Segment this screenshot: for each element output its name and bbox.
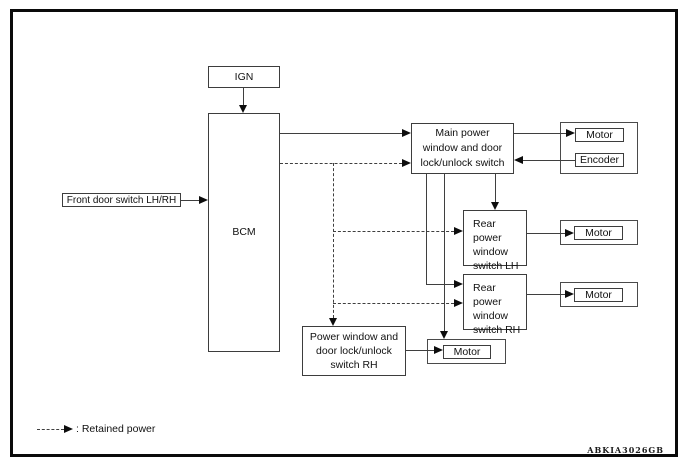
edge-main-frontrhmotor-arrowhead [440, 331, 448, 339]
edge-retained-pwrh-arrowhead [329, 318, 337, 326]
edge-main-rearrh-vline [426, 174, 427, 285]
edge-rearrh-motor-line [527, 294, 565, 295]
edge-main-rearlh-arrowhead [491, 202, 499, 210]
node-rear-switch-lh: Rear power window switch LH [463, 210, 527, 272]
node-pw-switch-rh: Power window and door lock/unlock switch… [302, 326, 406, 376]
edge-retained-rearlh-arrowhead [454, 227, 463, 235]
node-rear-switch-rh: Rear power window switch RH [463, 274, 527, 336]
edge-frontdoor-bcm-line [181, 200, 199, 201]
figure-code: ABKIA3026GB [587, 445, 664, 455]
node-main-power-window-switch: Main power window and door lock/unlock s… [411, 123, 514, 174]
edge-bcm-main-solid-line [280, 133, 402, 134]
edge-bcm-main-solid-arrowhead [402, 129, 411, 137]
edge-frontdoor-bcm-arrowhead [199, 196, 208, 204]
legend-arrow-icon [64, 425, 73, 433]
edge-main-rearlh-line [495, 174, 496, 202]
edge-ign-bcm-arrowhead [239, 105, 247, 113]
edge-main-motor-arrowhead [566, 129, 575, 137]
legend-label: : Retained power [76, 423, 156, 435]
edge-pwrh-motor-line [406, 350, 434, 351]
edge-main-frontrhmotor-line [444, 174, 445, 331]
edge-encoder-main-line [523, 160, 575, 161]
edge-retained-vertical-line [333, 163, 334, 318]
node-front-door-switch: Front door switch LH/RH [62, 193, 181, 207]
edge-main-rearrh-hline [426, 284, 454, 285]
edge-retained-rearrh-arrowhead [454, 299, 463, 307]
node-ign: IGN [208, 66, 280, 88]
legend-dashed-line [37, 429, 64, 430]
edge-retained-rearrh-line [333, 303, 454, 304]
edge-rearrh-motor-arrowhead [565, 290, 574, 298]
edge-rearlh-motor-arrowhead [565, 229, 574, 237]
edge-pwrh-motor-arrowhead [434, 346, 443, 354]
edge-encoder-main-arrowhead [514, 156, 523, 164]
node-motor-rear-lh: Motor [574, 226, 623, 240]
edge-main-rearrh-arrowhead [454, 280, 463, 288]
edge-rearlh-motor-line [527, 233, 565, 234]
node-motor-front-lh: Motor [575, 128, 624, 142]
node-bcm: BCM [208, 113, 280, 352]
edge-main-motor-line [514, 133, 566, 134]
edge-bcm-main-dashed-line [280, 163, 402, 164]
node-motor-rear-rh: Motor [574, 288, 623, 302]
node-encoder: Encoder [575, 153, 624, 167]
edge-ign-bcm-line [243, 88, 244, 105]
node-motor-front-rh: Motor [443, 345, 491, 359]
edge-retained-rearlh-line [333, 231, 454, 232]
edge-bcm-main-dashed-arrowhead [402, 159, 411, 167]
